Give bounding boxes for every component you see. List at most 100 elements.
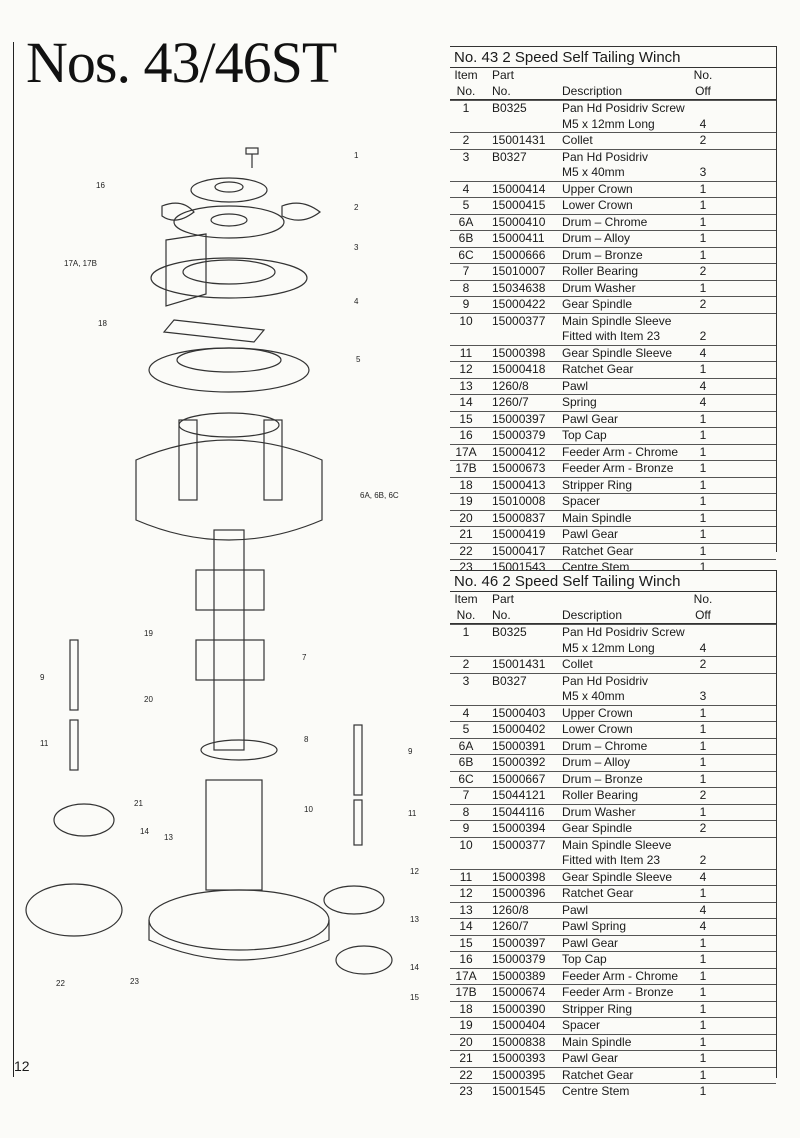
item-number: 3 xyxy=(462,149,470,164)
quantity xyxy=(688,314,718,330)
callout-label: 17A, 17B xyxy=(64,259,97,268)
description: Drum – Chrome xyxy=(562,214,648,229)
description: Pan Hd Posidriv xyxy=(562,149,649,164)
callout-label: 13 xyxy=(164,833,173,842)
table-title: No. 43 2 Speed Self Tailing Winch xyxy=(450,46,776,68)
quantity: 1 xyxy=(699,1018,707,1032)
description: Gear Spindle xyxy=(562,297,633,311)
part-number: 15001431 xyxy=(492,657,546,671)
item-number: 17A xyxy=(455,968,477,983)
item-number: 17B xyxy=(455,985,477,999)
part-number: 15034638 xyxy=(492,280,546,295)
description: Pawl Gear xyxy=(562,935,619,950)
blank-cell xyxy=(450,853,482,869)
description: Drum – Chrome xyxy=(562,738,648,753)
item-number: 16 xyxy=(459,952,473,966)
description: Stripper Ring xyxy=(562,1001,633,1016)
pawl-gear-left-part xyxy=(53,803,115,837)
quantity: 1 xyxy=(699,985,707,999)
item-number: 19 xyxy=(459,494,473,508)
item-number: 9 xyxy=(462,821,470,835)
gear-spindle-left-part xyxy=(69,639,79,711)
header-qty: No. xyxy=(693,68,713,82)
item-number: 13 xyxy=(459,378,473,393)
callout-label: 9 xyxy=(40,673,45,682)
part-number: 1260/8 xyxy=(492,378,529,393)
table-title: No. 46 2 Speed Self Tailing Winch xyxy=(450,570,776,592)
description-continued: Fitted with Item 23 xyxy=(562,329,661,343)
gear-spindle-sleeve-left-part xyxy=(69,719,79,771)
callout-label: 18 xyxy=(98,319,107,328)
item-number: 6A xyxy=(458,214,474,229)
part-number: 15000418 xyxy=(492,362,546,376)
blank-cell xyxy=(450,329,482,345)
description: Drum – Bronze xyxy=(562,247,643,262)
item-number: 8 xyxy=(462,280,470,295)
description: Feeder Arm - Bronze xyxy=(562,985,674,999)
part-number: 15000393 xyxy=(492,1051,546,1065)
base-part xyxy=(148,889,330,951)
part-number: 15001545 xyxy=(492,1084,546,1098)
blank-cell xyxy=(450,117,482,133)
description: Drum – Alloy xyxy=(562,755,631,769)
part-number: 15000419 xyxy=(492,527,546,541)
quantity: 1 xyxy=(699,1084,707,1098)
header-part-no: No. xyxy=(492,607,511,622)
callout-label: 12 xyxy=(410,867,419,876)
part-number: B0325 xyxy=(492,101,527,115)
quantity xyxy=(688,674,718,690)
item-number: 16 xyxy=(459,428,473,442)
part-number: 15000398 xyxy=(492,345,546,360)
part-number: 15000413 xyxy=(492,477,546,492)
item-number: 20 xyxy=(459,1034,473,1049)
header-description: Description xyxy=(562,607,623,622)
item-number: 7 xyxy=(462,788,470,802)
header-item: Item xyxy=(454,68,478,82)
callout-label: 9 xyxy=(408,747,413,756)
blank-cell xyxy=(450,641,482,657)
quantity: 4 xyxy=(699,919,707,933)
item-number: 4 xyxy=(462,705,470,720)
part-number: 15000837 xyxy=(492,510,546,525)
callout-label: 14 xyxy=(140,827,149,836)
blank-cell xyxy=(450,689,482,705)
quantity: 1 xyxy=(699,755,707,769)
part-number: B0325 xyxy=(492,625,527,639)
quantity: 2 xyxy=(699,297,707,311)
bearing-lower-part xyxy=(195,639,265,681)
gear-spindle-sleeve-right-part xyxy=(353,799,363,846)
quantity: 4 xyxy=(699,395,707,409)
blank-cell xyxy=(482,853,562,869)
part-number: 15000403 xyxy=(492,705,546,720)
bearing-upper-part xyxy=(195,569,265,611)
description-continued: M5 x 40mm xyxy=(562,165,625,179)
item-number: 2 xyxy=(462,133,470,147)
part-number: 15000667 xyxy=(492,771,546,786)
quantity: 1 xyxy=(699,362,707,376)
callout-label: 10 xyxy=(304,805,313,814)
description: Collet xyxy=(562,133,593,147)
item-number: 14 xyxy=(459,919,473,933)
quantity: 1 xyxy=(699,560,707,574)
item-number: 6C xyxy=(458,771,474,786)
quantity: 1 xyxy=(699,428,707,442)
quantity: 4 xyxy=(699,378,707,393)
callout-label: 2 xyxy=(354,203,359,212)
quantity: 1 xyxy=(699,1034,707,1049)
stripper-ring-part xyxy=(162,319,266,343)
